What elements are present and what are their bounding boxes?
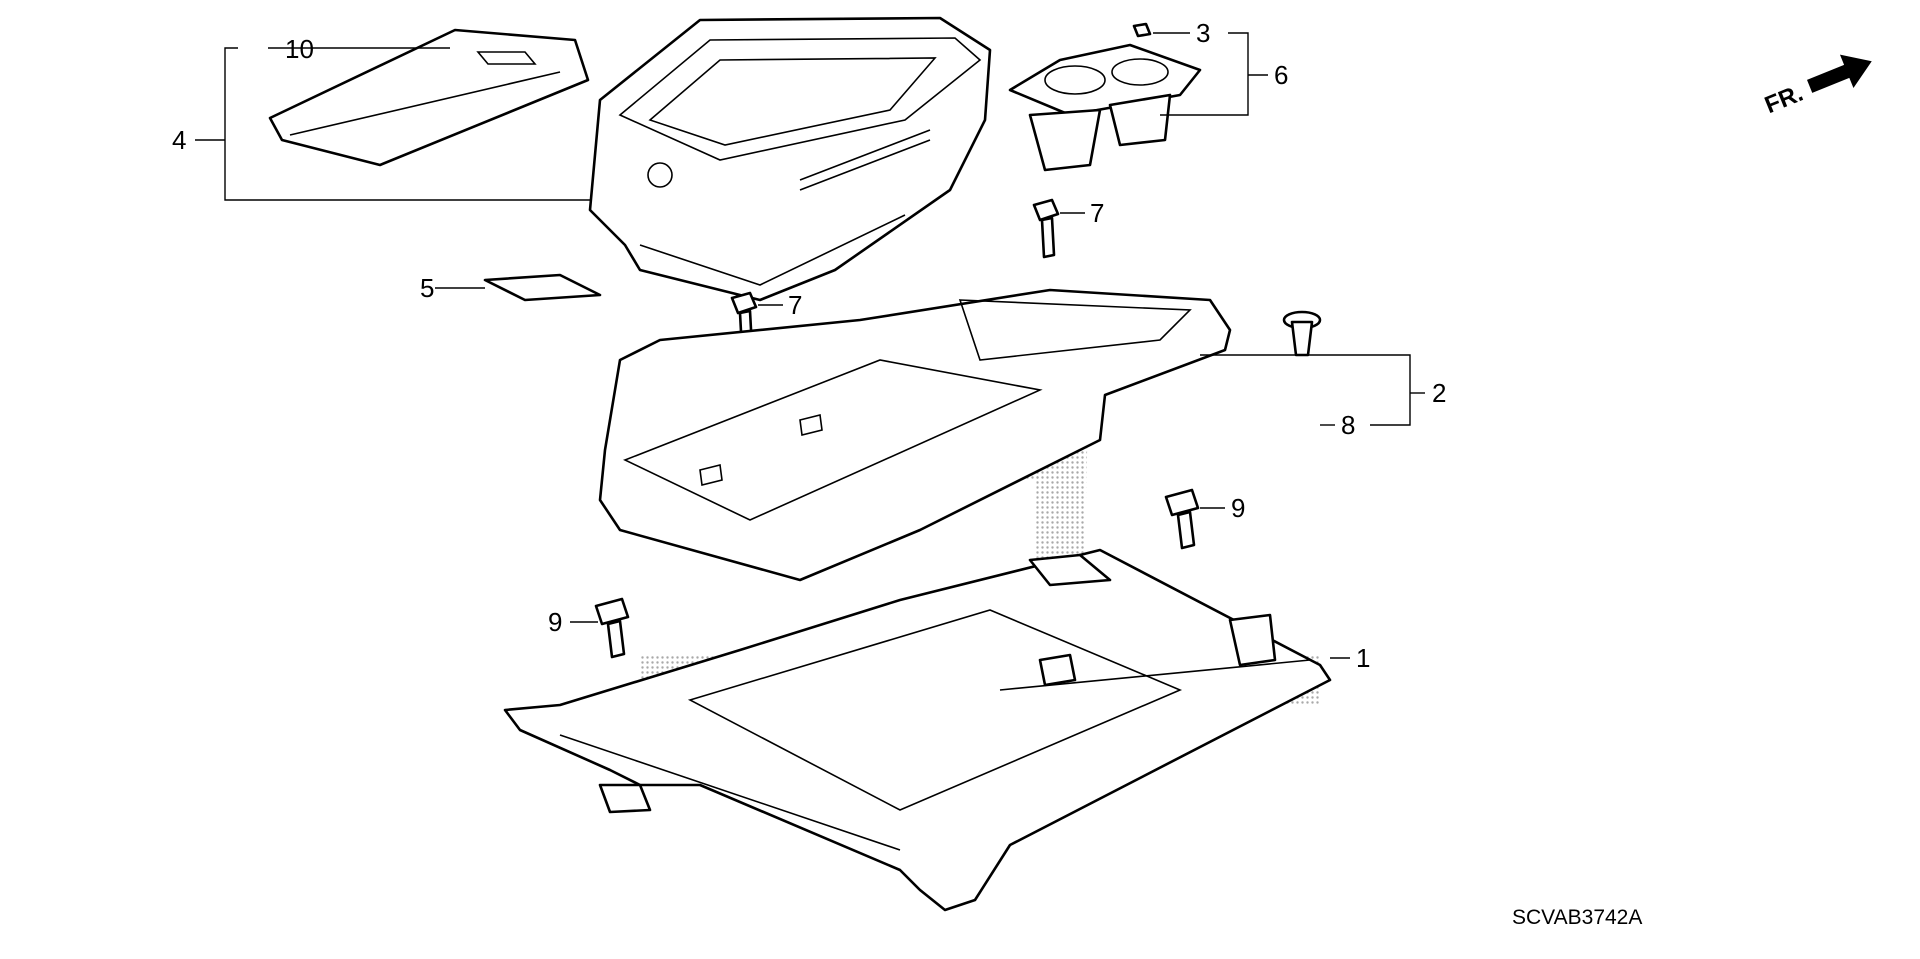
callout-9-right: 9 <box>1231 493 1245 523</box>
console-box-part-4 <box>588 16 992 302</box>
callout-7-upper: 7 <box>1090 198 1104 228</box>
callout-3: 3 <box>1196 18 1210 48</box>
clip-part-3 <box>1132 22 1152 38</box>
clip-part-8 <box>1282 310 1322 357</box>
callout-1: 1 <box>1356 643 1370 673</box>
screw-part-7-upper <box>1032 198 1060 259</box>
armrest-lid-part-10 <box>268 28 590 167</box>
callout-7-lower: 7 <box>788 290 802 320</box>
leader-lines <box>195 32 1425 659</box>
callout-2: 2 <box>1432 378 1446 408</box>
front-arrow-icon <box>1807 54 1872 93</box>
bolt-part-9-left <box>594 597 630 659</box>
cover-part-5 <box>483 273 602 302</box>
diagram-code: SCVAB3742A <box>1512 906 1642 929</box>
callout-10: 10 <box>285 34 314 64</box>
console-body-part-2 <box>598 288 1232 582</box>
bolt-part-9-right <box>1164 488 1200 550</box>
callout-6: 6 <box>1274 60 1288 90</box>
callout-4: 4 <box>172 125 186 155</box>
callout-5: 5 <box>420 273 434 303</box>
callout-9-left: 9 <box>548 607 562 637</box>
front-indicator: FR. <box>1761 54 1872 120</box>
cup-holder-part-6 <box>1008 43 1202 172</box>
base-bracket-part-1 <box>503 548 1332 912</box>
front-label: FR. <box>1761 80 1807 120</box>
callout-8: 8 <box>1341 410 1355 440</box>
